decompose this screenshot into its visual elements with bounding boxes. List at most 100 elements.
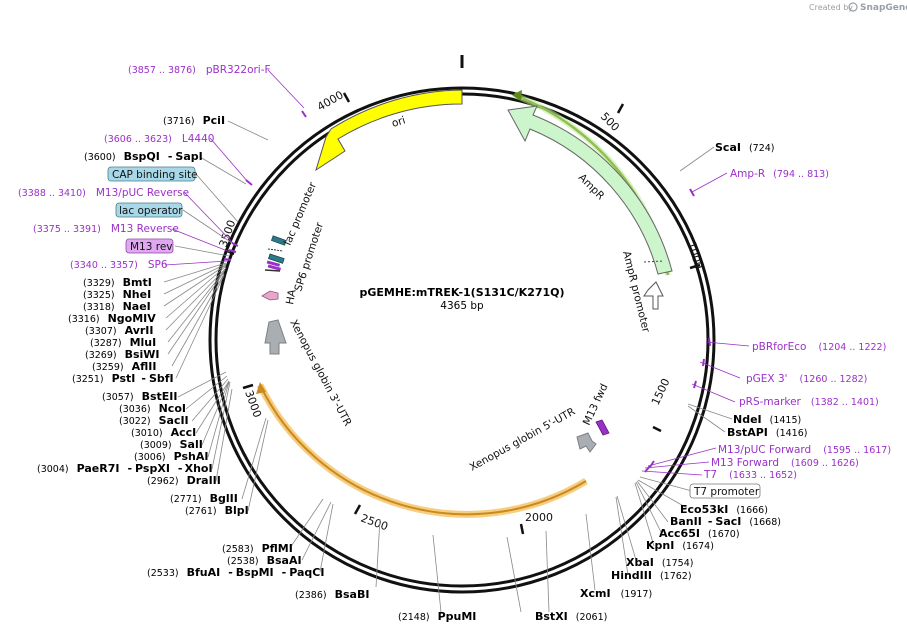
svg-text:pRS-marker(1382 .. 1401): pRS-marker(1382 .. 1401) (739, 396, 879, 408)
primer-prs-marker: pRS-marker (739, 396, 802, 408)
svg-text:(3004)PaeR7I-PspXI-XhoI: (3004)PaeR7I-PspXI-XhoI (37, 462, 213, 475)
site-bsteii: BstEII (142, 390, 178, 403)
site-pcii: PciI (203, 114, 225, 127)
primer-sp6: SP6 (148, 259, 168, 271)
svg-text:BstAPI(1416): BstAPI(1416) (727, 426, 807, 439)
ampr-promoter-arrow-icon (643, 281, 664, 310)
svg-text:(2761)BlpI: (2761)BlpI (185, 504, 249, 517)
cap-binding-site-label: CAP binding site (112, 169, 198, 181)
primer-t7: T7 (703, 469, 717, 481)
site-avrii: AvrII (125, 324, 154, 337)
site-bmti: BmtI (123, 276, 152, 289)
svg-text:(2538)BsaAI: (2538)BsaAI (227, 554, 302, 567)
cap-binding-site-box[interactable] (107, 166, 196, 182)
svg-text:(2962)DraIII: (2962)DraIII (147, 474, 221, 487)
site-bsaai: BsaAI (267, 554, 302, 567)
primer-pbr322ori-f: pBR322ori-F (206, 64, 271, 76)
site-bstxi: BstXI (535, 610, 568, 623)
site-ngomiv: NgoMIV (108, 312, 157, 325)
primer-pgex3: pGEX 3' (746, 373, 788, 385)
t7-promoter-box[interactable] (689, 483, 761, 499)
svg-text:pGEX 3'(1260 .. 1282): pGEX 3'(1260 .. 1282) (746, 373, 867, 385)
tick-1000: 1000 (685, 240, 705, 270)
backbone-outer-ring (208, 86, 716, 594)
site-scai: ScaI (715, 141, 741, 154)
site-saci: SacI (715, 515, 741, 528)
svg-text:M13 Forward(1609 .. 1626): M13 Forward(1609 .. 1626) (711, 457, 859, 469)
site-naei: NaeI (123, 300, 151, 313)
svg-text:(3251)PstI-SbfI: (3251)PstI-SbfI (72, 372, 174, 385)
svg-text:NdeI(1415): NdeI(1415) (733, 413, 801, 426)
svg-text:(3259)AflII: (3259)AflII (92, 360, 156, 373)
svg-text:(3057)BstEII: (3057)BstEII (102, 390, 177, 403)
tick-1500: 1500 (649, 376, 673, 407)
site-acci: AccI (171, 426, 197, 439)
svg-text:M13/pUC Forward(1595 .. 1617): M13/pUC Forward(1595 .. 1617) (718, 444, 891, 456)
site-draiii: DraIII (187, 474, 221, 487)
svg-text:(3857 .. 3876)pBR322ori-F: (3857 .. 3876)pBR322ori-F (128, 64, 271, 76)
primer-pbrforeco: pBRforEco (752, 341, 806, 353)
site-kpni: KpnI (646, 539, 674, 552)
site-nhei: NheI (123, 288, 152, 301)
tick-2000: 2000 (525, 511, 553, 524)
svg-text:HindIII(1762): HindIII(1762) (611, 569, 692, 582)
svg-text:(3606 .. 3623)L4440: (3606 .. 3623)L4440 (104, 133, 214, 145)
svg-text:(3036)NcoI: (3036)NcoI (119, 402, 186, 415)
site-paqci: PaqCI (289, 566, 324, 579)
svg-text:(3600)BspQI-SapI: (3600)BspQI-SapI (84, 150, 203, 163)
ori-label: ori (390, 114, 407, 129)
site-pshai: PshAI (174, 450, 209, 463)
site-ncoi: NcoI (159, 402, 186, 415)
lac-operator-box[interactable] (115, 202, 183, 218)
svg-text:(3307)AvrII: (3307)AvrII (85, 324, 154, 337)
site-eco53ki: Eco53kI (680, 503, 728, 516)
site-banii: BanII (670, 515, 702, 528)
svg-text:(2771)BglII: (2771)BglII (170, 492, 238, 505)
right-connectors (375, 146, 750, 613)
site-xbai: XbaI (626, 556, 654, 569)
t7-promoter-label: T7 promoter (693, 486, 760, 498)
svg-text:(2533)BfuAI-BspMI-PaqCI: (2533)BfuAI-BspMI-PaqCI (147, 566, 324, 579)
svg-text:(2583)PflMI: (2583)PflMI (222, 542, 293, 555)
tick-4000: 4000 (315, 88, 346, 113)
primer-m13puc-forward: M13/pUC Forward (718, 444, 811, 456)
right-primer-marks (644, 188, 711, 473)
site-sali: SalI (180, 438, 203, 451)
site-acc65i: Acc65I (659, 527, 700, 540)
site-hindiii: HindIII (611, 569, 652, 582)
svg-text:Eco53kI(1666): Eco53kI(1666) (680, 503, 768, 516)
m13-rev-box[interactable] (125, 238, 174, 254)
site-ndei: NdeI (733, 413, 762, 426)
svg-text:Acc65I(1670): Acc65I(1670) (659, 527, 740, 540)
svg-text:(3010)AccI: (3010)AccI (131, 426, 196, 439)
primer-amp-r: Amp-R (730, 168, 765, 180)
svg-text:(3329)BmtI: (3329)BmtI (83, 276, 152, 289)
primer-m13puc-reverse: M13/pUC Reverse (96, 187, 189, 199)
svg-text:(3287)MluI: (3287)MluI (90, 336, 156, 349)
m13-rev-label: M13 rev (130, 241, 173, 253)
ampr-feature[interactable] (507, 105, 673, 275)
plasmid-name: pGEMHE:mTREK-1(S131C/K271Q) (359, 286, 564, 299)
svg-text:(3716)PciI: (3716)PciI (163, 114, 225, 127)
ori-feature[interactable] (315, 89, 463, 172)
svg-text:Amp-R(794 .. 813): Amp-R(794 .. 813) (730, 168, 829, 180)
m13-fwd-arrow-icon (595, 419, 610, 436)
svg-text:BstXI(2061): BstXI(2061) (535, 610, 607, 623)
snapgene-logo-icon (848, 2, 858, 12)
svg-text:(3009)SalI: (3009)SalI (140, 438, 203, 451)
site-bspqi: BspQI (124, 150, 160, 163)
site-xhoi: XhoI (185, 462, 213, 475)
site-bfuai: BfuAI (187, 566, 221, 579)
svg-text:T7(1633 .. 1652): T7(1633 .. 1652) (703, 469, 797, 481)
svg-text:(3388 .. 3410)M13/pUC Reverse: (3388 .. 3410)M13/pUC Reverse (18, 187, 189, 199)
site-bglii: BglII (210, 492, 238, 505)
primer-m13-reverse: M13 Reverse (111, 223, 179, 235)
credit-brand: SnapGene (860, 3, 907, 13)
site-psti: PstI (112, 372, 136, 385)
svg-text:KpnI(1674): KpnI(1674) (646, 539, 714, 552)
site-ppumi: PpuMI (438, 610, 477, 623)
primer-l4440: L4440 (182, 133, 215, 145)
lac-operator-label: lac operator (119, 205, 183, 217)
site-mlui: MluI (130, 336, 157, 349)
